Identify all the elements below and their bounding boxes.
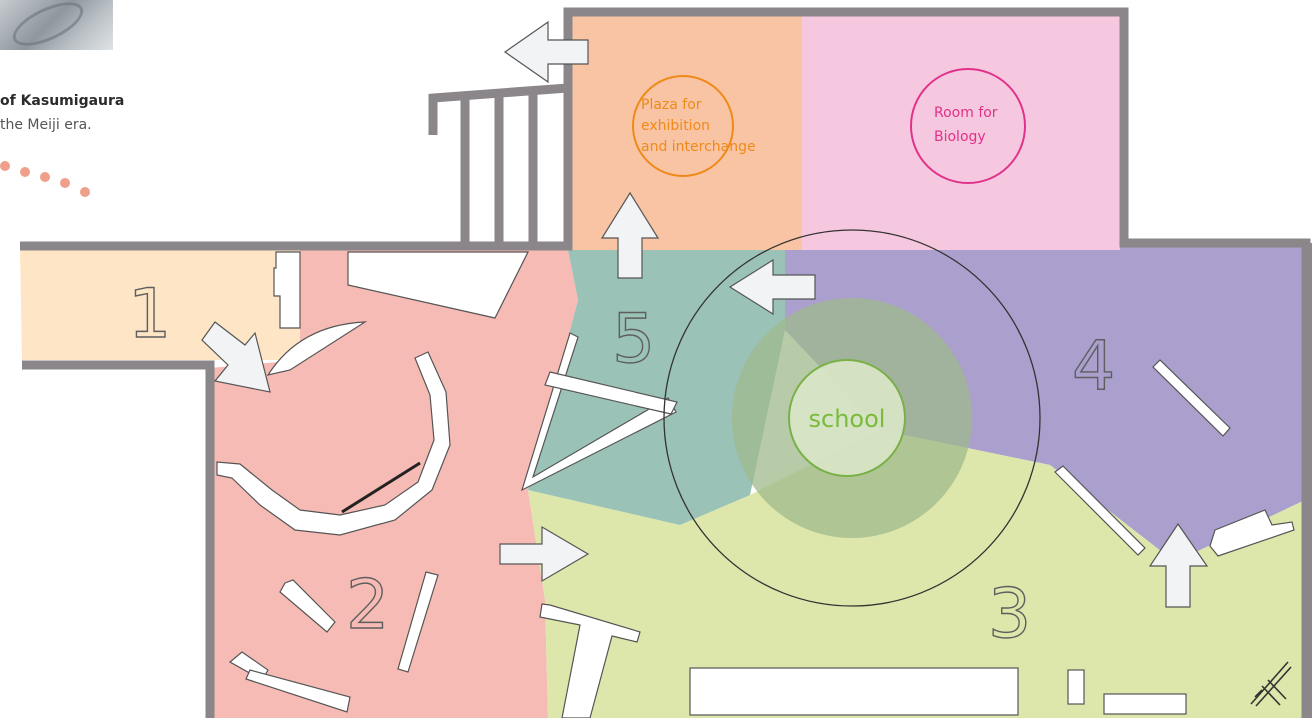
area-circle xyxy=(663,229,1041,607)
svg-text:Room for Biology: Room for Biology xyxy=(934,105,1002,145)
plaza-circle xyxy=(632,75,734,177)
arrow-icon xyxy=(1148,522,1209,608)
thumbnail-photo xyxy=(0,0,113,50)
zone-1-area xyxy=(20,250,300,360)
arrow-icon xyxy=(728,258,816,316)
biology-circle xyxy=(910,68,1026,184)
zone-1-label: 1 xyxy=(128,275,171,354)
exhibit-divider xyxy=(341,461,421,514)
east-wall xyxy=(1302,243,1312,718)
zone-5-label: 5 xyxy=(612,300,655,379)
stairs-icon xyxy=(428,83,569,246)
zone-5-area xyxy=(528,250,785,525)
school-circle xyxy=(788,359,906,477)
plaza-label-line-1: Plaza for xyxy=(641,97,702,113)
zone-2-label: 2 xyxy=(346,566,389,645)
plaza-label-line-3: and interchange xyxy=(641,139,756,155)
dots-decoration xyxy=(0,161,90,197)
biology-label-line-1: Room for xyxy=(934,105,998,121)
svg-text:Plaza for exhibition a: Plaza for exhibition and interchange xyxy=(641,97,756,155)
arrow-icon xyxy=(499,525,590,583)
arrow-icon xyxy=(503,20,589,84)
arrow-icon xyxy=(201,321,271,393)
plaza-label-line-2: exhibition xyxy=(641,118,710,134)
school-label: school xyxy=(809,405,886,433)
caption-subtitle: the Meiji era. xyxy=(0,117,92,133)
biology-label-line-2: Biology xyxy=(934,129,986,145)
caption-title: of Kasumigaura xyxy=(0,93,125,109)
telescope-icon xyxy=(1250,661,1292,707)
zone-3-label: 3 xyxy=(988,575,1031,654)
zone-3-area xyxy=(528,430,1305,718)
arrow-icon xyxy=(600,191,660,279)
exhibit-fixtures xyxy=(216,251,1295,718)
biology-area xyxy=(802,12,1120,250)
zone-4-label: 4 xyxy=(1072,327,1115,406)
plaza-area xyxy=(568,12,802,250)
